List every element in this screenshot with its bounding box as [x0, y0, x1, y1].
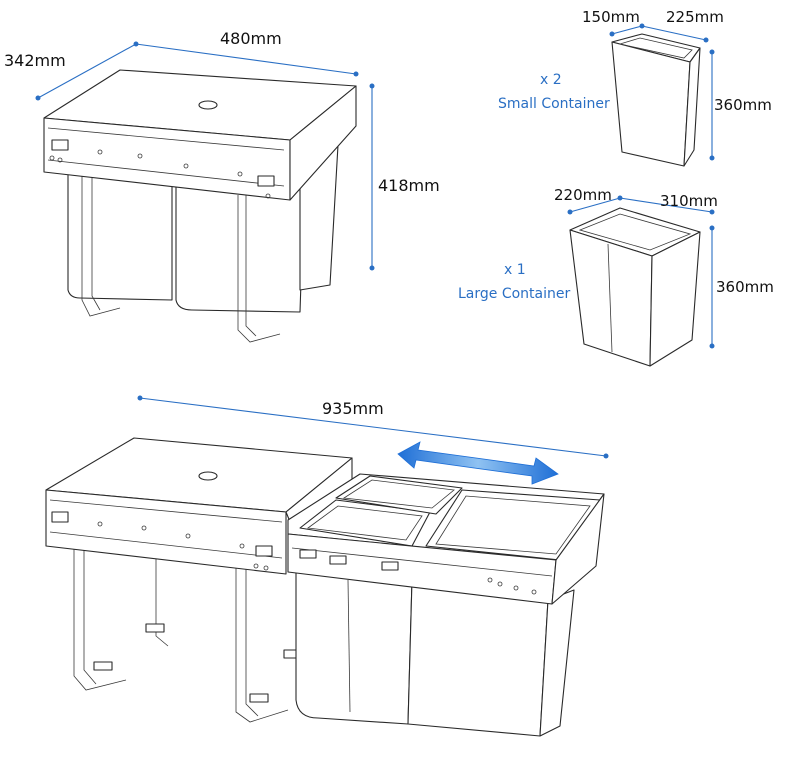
- closed-unit-drawing: [43, 69, 357, 343]
- small-container-label: Small Container: [498, 96, 610, 112]
- extended-length-dimension: 935mm: [137, 395, 609, 459]
- unit-height-dimension: 418mm: [369, 83, 440, 271]
- unit-depth-label: 342mm: [4, 51, 66, 70]
- large-height-label: 360mm: [716, 278, 774, 296]
- small-depth-dimension: 225mm: [641, 8, 724, 43]
- small-width-label: 150mm: [582, 8, 640, 26]
- double-headed-arrow-icon: [397, 441, 559, 485]
- large-container-label: Large Container: [458, 286, 570, 302]
- small-width-dimension: 150mm: [582, 8, 645, 37]
- small-depth-label: 225mm: [666, 8, 724, 26]
- large-depth-label: 310mm: [660, 192, 718, 210]
- large-container-count: x 1: [504, 262, 526, 278]
- unit-height-label: 418mm: [378, 176, 440, 195]
- large-depth-dimension: 310mm: [619, 192, 718, 215]
- unit-width-label: 480mm: [220, 29, 282, 48]
- large-width-dimension: 220mm: [554, 186, 623, 215]
- extended-length-label: 935mm: [322, 399, 384, 418]
- large-container-drawing: [569, 207, 701, 367]
- large-width-label: 220mm: [554, 186, 612, 204]
- small-height-dimension: 360mm: [709, 49, 772, 161]
- large-height-dimension: 360mm: [709, 225, 774, 349]
- unit-width-dimension: 480mm: [135, 29, 359, 77]
- extended-unit-drawing: [45, 437, 605, 737]
- small-height-label: 360mm: [714, 96, 772, 114]
- slide-direction-arrow: [397, 441, 559, 485]
- small-container-drawing: [611, 33, 701, 167]
- unit-depth-dimension: 342mm: [4, 41, 139, 101]
- small-container-count: x 2: [540, 72, 562, 88]
